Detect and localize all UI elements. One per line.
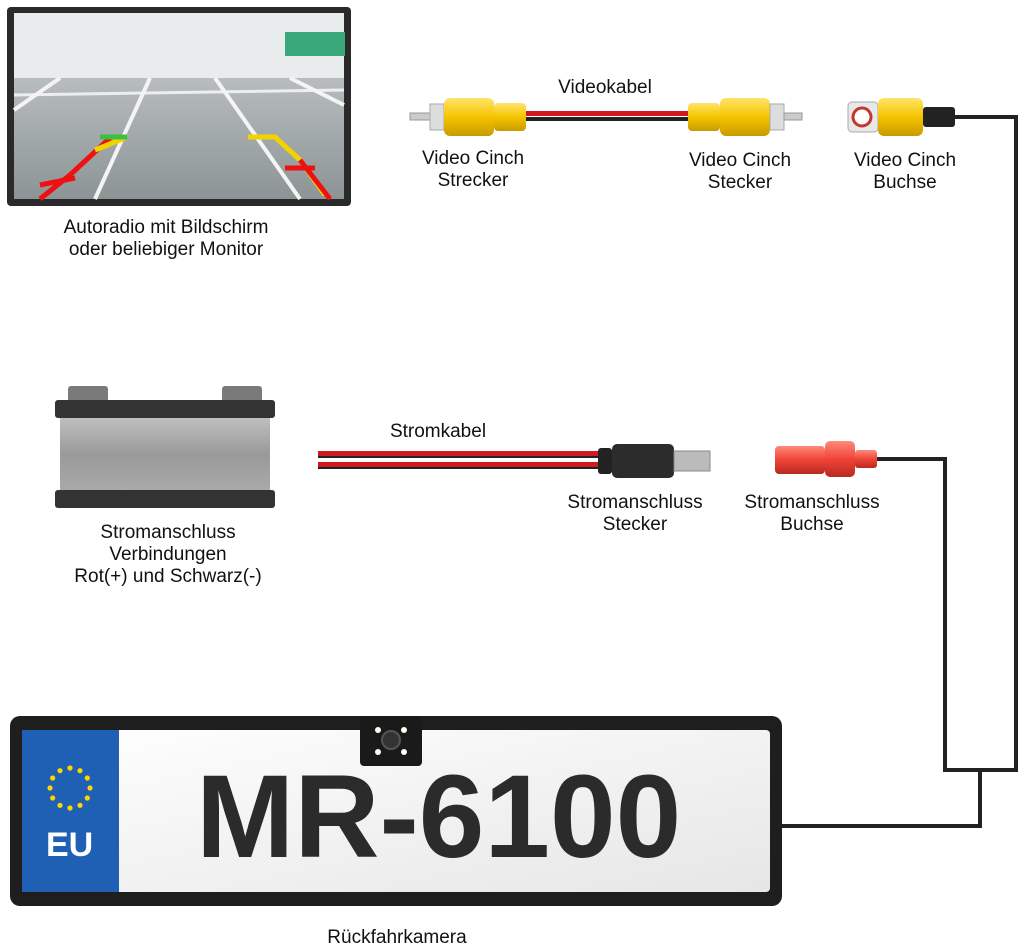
battery-caption: Stromanschluss Verbindungen Rot(+) und S… — [74, 522, 261, 588]
plate-country: EU — [46, 826, 94, 864]
monitor-caption-line1: Autoradio mit Bildschirm — [63, 217, 269, 238]
monitor-image — [7, 7, 351, 206]
eu-stars-icon — [47, 765, 93, 811]
rca-plug-right — [688, 98, 803, 136]
label-line: Stecker — [707, 172, 773, 193]
camera-caption: Rückfahrkamera — [327, 927, 467, 948]
label-line: Video Cinch — [421, 148, 525, 169]
label-line: Video Cinch — [853, 150, 957, 171]
eu-star — [57, 768, 63, 774]
label-line: Stromanschluss — [744, 492, 880, 513]
label-line: Stromanschluss — [567, 492, 703, 513]
video-plug-right-label: Video Cinch Stecker — [689, 150, 791, 194]
video-plug-left-label: Video Cinch Strecker — [422, 148, 524, 192]
license-plate-camera — [10, 716, 782, 906]
power-cable-title: Stromkabel — [389, 421, 487, 442]
eu-star — [84, 775, 90, 781]
monitor-caption-line2: oder beliebiger Monitor — [68, 239, 264, 260]
label-line: Buchse — [873, 172, 937, 193]
video-cable — [520, 111, 695, 121]
label-line: Video Cinch — [688, 150, 792, 171]
video-socket-label: Video Cinch Buchse — [854, 150, 956, 194]
power-socket-label: Stromanschluss Buchse — [744, 492, 879, 536]
eu-star — [67, 805, 73, 811]
video-cable-title: Videokabel — [558, 77, 652, 98]
monitor-caption: Autoradio mit Bildschirm oder beliebiger… — [64, 217, 269, 261]
rca-socket — [847, 98, 955, 136]
label-line: Buchse — [780, 514, 844, 535]
label-line: Strecker — [437, 170, 509, 191]
label-line: Stecker — [602, 514, 668, 535]
label-line: Verbindungen — [109, 544, 227, 565]
battery-image — [55, 386, 275, 508]
rca-plug-left — [409, 98, 526, 136]
eu-star — [77, 768, 83, 774]
camera-wires — [782, 115, 1018, 828]
eu-star — [84, 795, 90, 801]
dc-socket — [775, 441, 877, 477]
eu-star — [77, 802, 83, 808]
plate-number: MR-6100 — [196, 751, 682, 883]
label-line: Rot(+) und Schwarz(-) — [74, 566, 262, 587]
eu-strip — [22, 730, 119, 892]
eu-star — [67, 765, 73, 771]
eu-star — [50, 775, 56, 781]
power-plug-label: Stromanschluss Stecker — [567, 492, 702, 536]
label-line: Stromanschluss — [100, 522, 236, 543]
eu-star — [57, 802, 63, 808]
eu-star — [47, 785, 53, 791]
power-cable — [318, 451, 603, 469]
eu-star — [50, 795, 56, 801]
eu-star — [87, 785, 93, 791]
dc-plug — [598, 444, 711, 478]
